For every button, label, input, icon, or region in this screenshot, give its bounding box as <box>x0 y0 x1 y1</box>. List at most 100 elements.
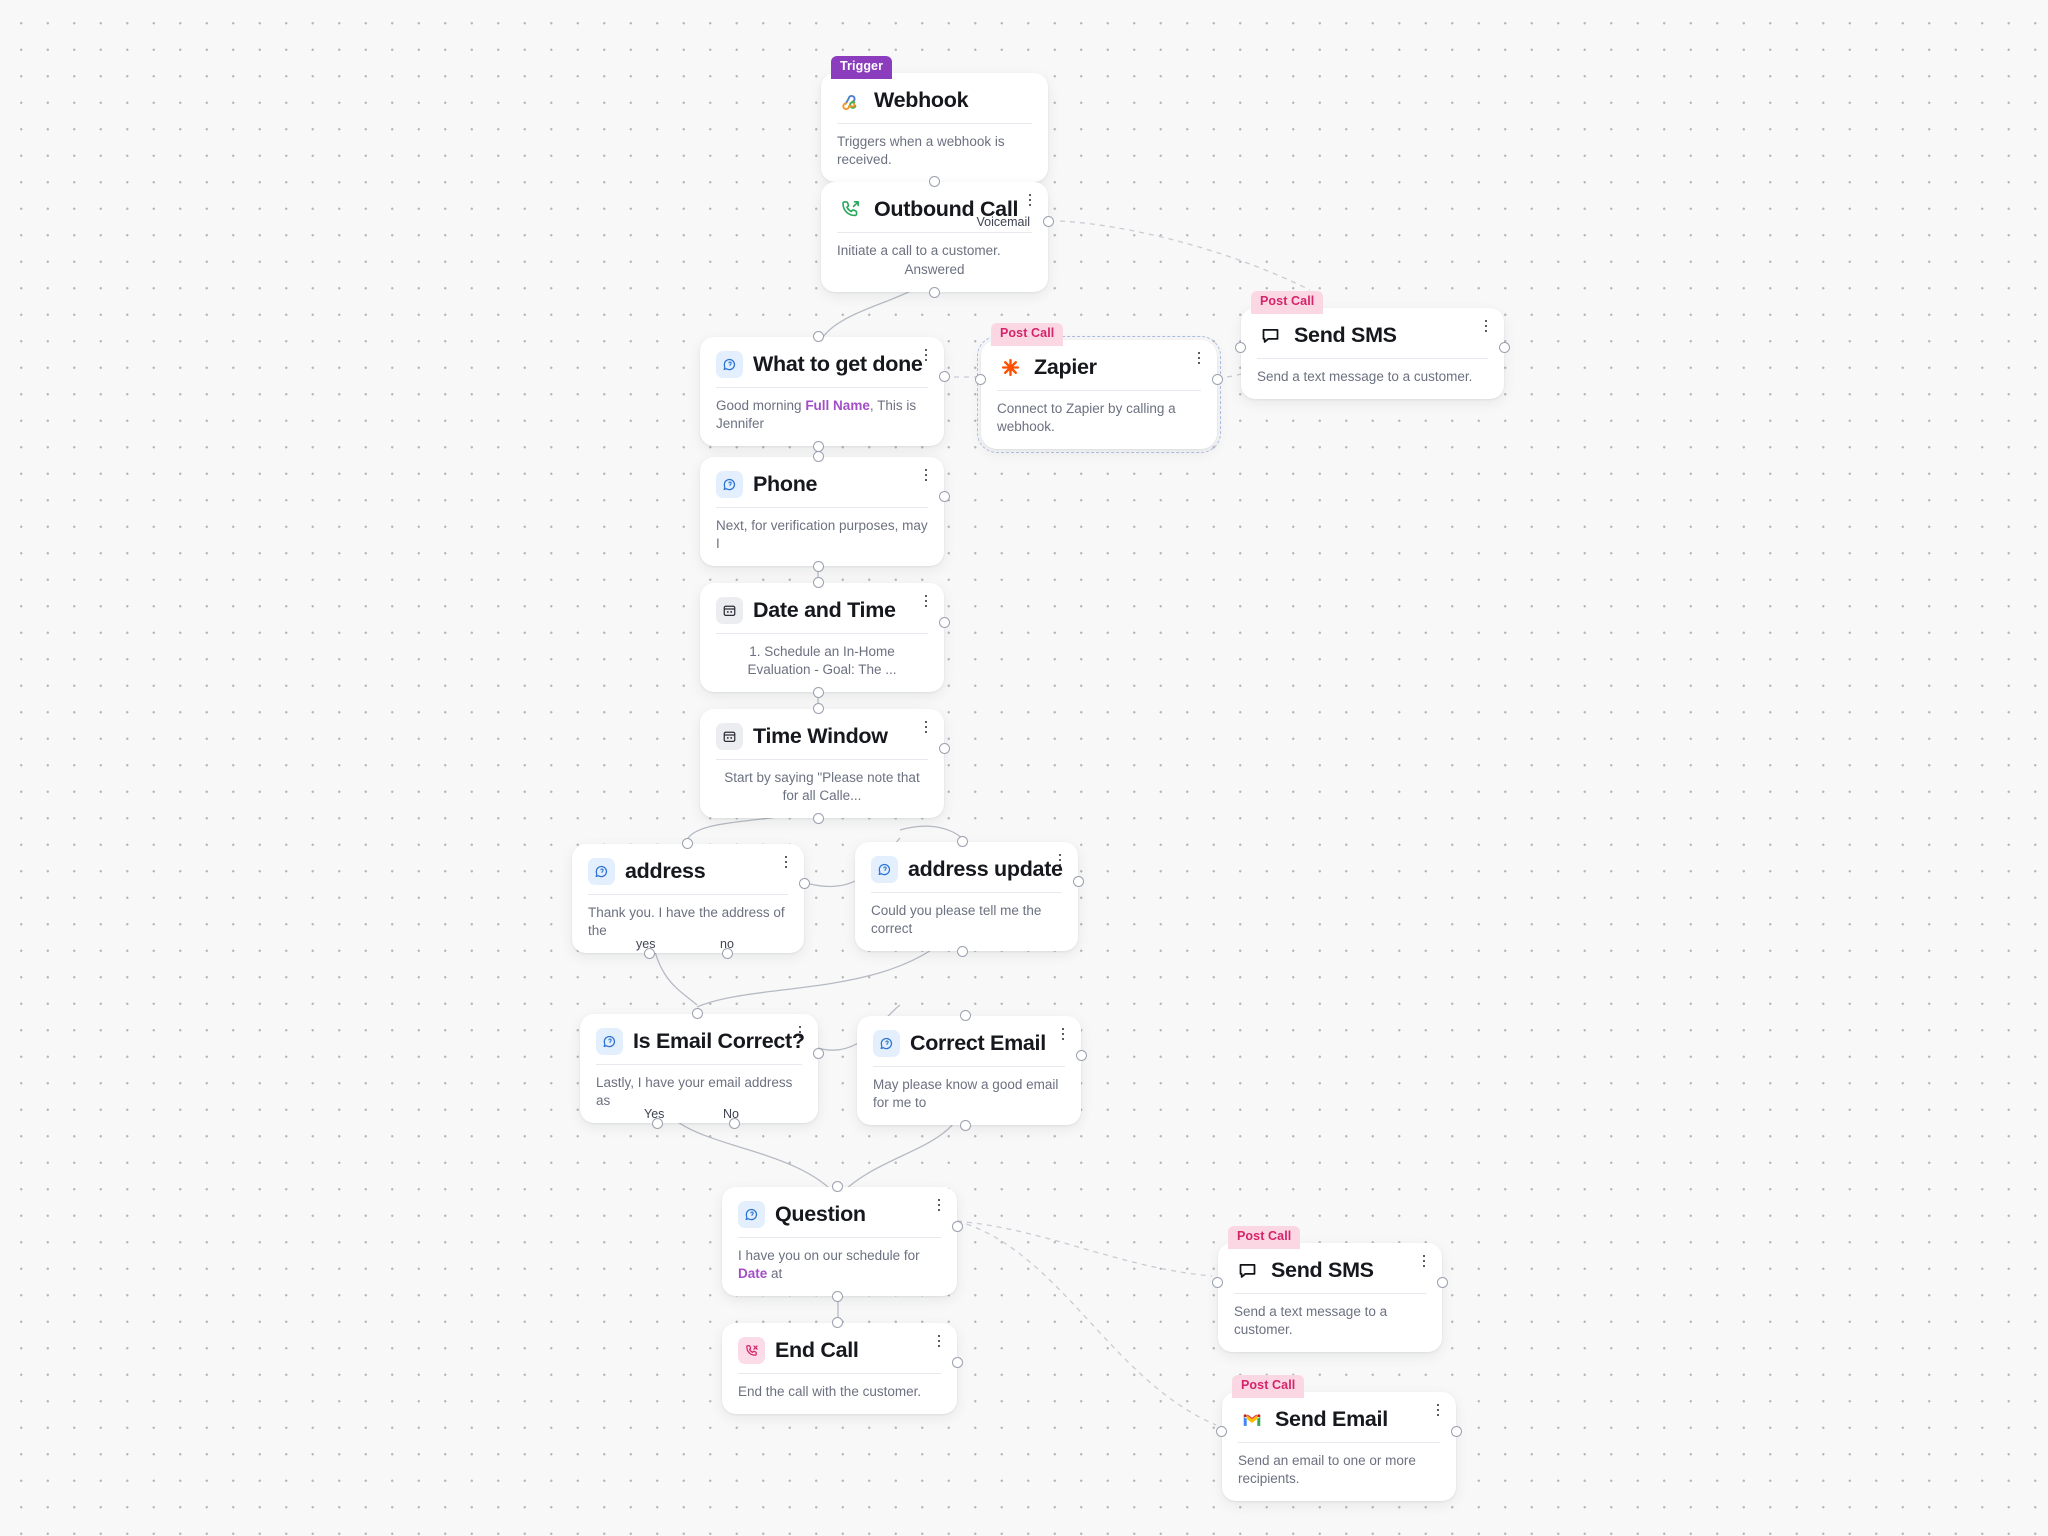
port-answered[interactable] <box>929 287 940 299</box>
node-time-window[interactable]: Time Window Start by saying "Please note… <box>700 703 950 825</box>
port-out-bottom[interactable] <box>813 813 824 825</box>
port-in[interactable] <box>832 1317 843 1328</box>
node-send-sms-bottom[interactable]: Post Call Send SMS Send a text message t… <box>1212 1226 1448 1353</box>
node-header: Correct Email <box>873 1030 1065 1066</box>
zapier-icon <box>997 354 1024 381</box>
node-menu-button[interactable] <box>919 467 933 483</box>
node-menu-button[interactable] <box>932 1197 946 1213</box>
port-out-bottom[interactable] <box>813 687 824 699</box>
node-address[interactable]: address Thank you. I have the address of… <box>572 838 810 960</box>
node-date-and-time[interactable]: Date and Time 1. Schedule an In-Home Eva… <box>700 577 950 699</box>
port-yes[interactable] <box>652 1118 663 1130</box>
node-menu-button[interactable] <box>1023 192 1037 208</box>
port-in[interactable] <box>813 703 824 714</box>
port-out-right[interactable] <box>939 491 950 502</box>
port-in[interactable] <box>957 836 968 847</box>
port-out-bottom[interactable] <box>957 946 968 958</box>
edge-question-to-sendemail <box>956 1220 1217 1426</box>
node-outbound-call[interactable]: Outbound Call Initiate a call to a custo… <box>821 176 1054 299</box>
port-in[interactable] <box>813 451 824 462</box>
node-correct-email[interactable]: Correct Email May please know a good ema… <box>857 1010 1087 1132</box>
node-header: Phone <box>716 471 928 507</box>
port-out-right[interactable] <box>1073 876 1084 887</box>
divider <box>871 892 1062 893</box>
node-description: Start by saying "Please note that for al… <box>724 770 920 804</box>
node-is-email-correct[interactable]: Is Email Correct? Lastly, I have your em… <box>580 1008 824 1130</box>
port-out-right[interactable] <box>1076 1050 1087 1061</box>
port-out[interactable] <box>1451 1426 1462 1437</box>
node-webhook[interactable]: Trigger Webhook Triggers when a webhook … <box>821 56 1048 189</box>
node-phone[interactable]: Phone Next, for verification purposes, m… <box>700 451 950 573</box>
port-out[interactable] <box>1499 342 1510 353</box>
node-menu-button[interactable] <box>919 593 933 609</box>
node-send-sms-top[interactable]: Post Call Send SMS Send a text message t… <box>1235 291 1510 400</box>
node-menu-button[interactable] <box>793 1024 807 1040</box>
conversation-icon <box>738 1201 765 1228</box>
node-title: Date and Time <box>753 598 896 622</box>
divider <box>588 894 788 895</box>
port-out-bottom[interactable] <box>832 1291 843 1303</box>
port-no[interactable] <box>729 1118 740 1130</box>
port-out[interactable] <box>1212 374 1223 385</box>
node-header: Date and Time <box>716 597 928 633</box>
port-out-right[interactable] <box>939 743 950 754</box>
port-label-answered: Answered <box>904 262 965 278</box>
divider <box>738 1373 941 1374</box>
port-out-bottom[interactable] <box>960 1120 971 1132</box>
node-header: End Call <box>738 1337 941 1373</box>
port-out-right[interactable] <box>939 371 950 382</box>
port-yes[interactable] <box>644 948 655 960</box>
node-menu-button[interactable] <box>919 719 933 735</box>
node-menu-button[interactable] <box>932 1333 946 1349</box>
edge-question-to-sendsms-bottom <box>956 1220 1213 1277</box>
node-menu-button[interactable] <box>1192 350 1206 366</box>
node-title: address update <box>908 857 1063 881</box>
node-title: Correct Email <box>910 1031 1046 1055</box>
node-menu-button[interactable] <box>1053 852 1067 868</box>
sms-icon <box>1257 322 1284 349</box>
port-in[interactable] <box>1212 1277 1223 1288</box>
port-in[interactable] <box>975 374 986 385</box>
port-out-bottom[interactable] <box>813 561 824 573</box>
conversation-icon <box>716 351 743 378</box>
port-in[interactable] <box>692 1008 703 1019</box>
port-label-voicemail: Voicemail <box>976 215 1031 229</box>
port-label-yes: yes <box>636 937 656 952</box>
port-in[interactable] <box>1216 1426 1227 1437</box>
port-in[interactable] <box>813 331 824 342</box>
port-in[interactable] <box>1235 342 1246 353</box>
port-in[interactable] <box>960 1010 971 1021</box>
node-end-call[interactable]: End Call End the call with the customer. <box>722 1317 963 1415</box>
node-what-to-get-done[interactable]: What to get done Good morning Full Name,… <box>700 331 950 453</box>
node-menu-button[interactable] <box>1431 1402 1445 1418</box>
divider <box>716 387 928 388</box>
port-out[interactable] <box>1437 1277 1448 1288</box>
port-voicemail[interactable] <box>1043 216 1054 227</box>
port-out-right[interactable] <box>939 617 950 628</box>
node-send-email[interactable]: Post Call Send Email Send an email to on… <box>1216 1375 1462 1502</box>
port-out-right[interactable] <box>799 878 810 889</box>
port-out-right[interactable] <box>813 1048 824 1059</box>
node-menu-button[interactable] <box>1056 1026 1070 1042</box>
node-menu-button[interactable] <box>1417 1253 1431 1269</box>
port-in[interactable] <box>813 577 824 588</box>
port-no[interactable] <box>722 948 733 960</box>
port-in[interactable] <box>929 176 940 187</box>
divider <box>738 1237 941 1238</box>
divider <box>1234 1293 1426 1294</box>
port-out-right[interactable] <box>952 1357 963 1368</box>
node-menu-button[interactable] <box>919 347 933 363</box>
calendar-icon <box>716 597 743 624</box>
node-question[interactable]: Question I have you on our schedule for … <box>722 1181 963 1303</box>
node-description: Lastly, I have your email address as <box>596 1075 793 1109</box>
node-menu-button[interactable] <box>1479 318 1493 334</box>
node-menu-button[interactable] <box>779 854 793 870</box>
port-in[interactable] <box>682 838 693 849</box>
port-out-right[interactable] <box>952 1221 963 1232</box>
node-header: Outbound Call <box>837 196 1032 232</box>
port-in[interactable] <box>832 1181 843 1192</box>
node-zapier[interactable]: Post Call Zapier Connect to Zapier by ca… <box>975 323 1223 454</box>
node-description: Triggers when a webhook is received. <box>837 134 1005 168</box>
node-address-update[interactable]: address update Could you please tell me … <box>855 836 1084 958</box>
